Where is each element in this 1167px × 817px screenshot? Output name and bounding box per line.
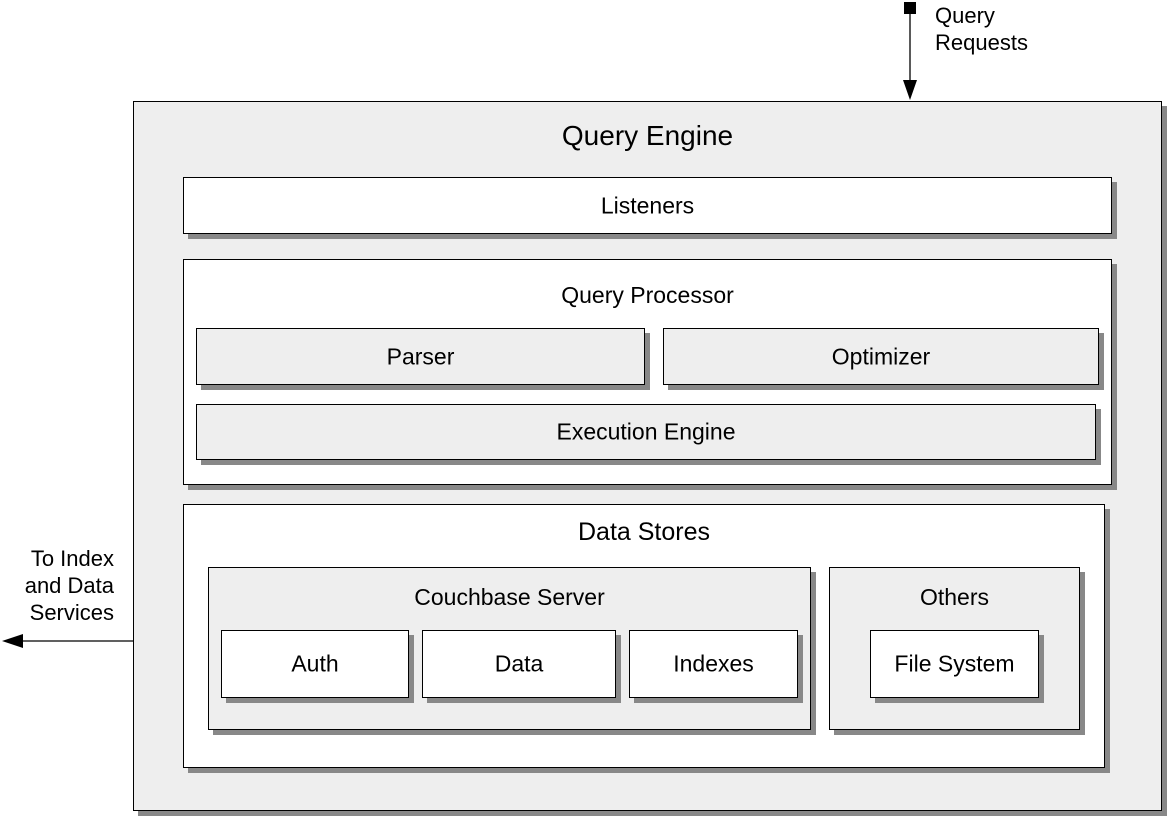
couchbase-server-title: Couchbase Server bbox=[414, 584, 605, 610]
file-system-box: File System bbox=[870, 630, 1039, 698]
indexes-box: Indexes bbox=[629, 630, 798, 698]
optimizer-label: Optimizer bbox=[831, 343, 931, 369]
data-label: Data bbox=[494, 650, 544, 677]
others-title: Others bbox=[919, 584, 990, 610]
data-box: Data bbox=[422, 630, 616, 698]
query-requests-label: Query Requests bbox=[935, 2, 1028, 56]
listeners-label: Listeners bbox=[600, 192, 695, 218]
label-line: To Index bbox=[30, 546, 114, 571]
arrowhead-left-icon bbox=[2, 634, 23, 648]
auth-box: Auth bbox=[221, 630, 409, 698]
parser-label: Parser bbox=[386, 343, 455, 369]
label-line: and Data bbox=[24, 573, 114, 598]
file-system-label: File System bbox=[894, 650, 1015, 677]
optimizer-box: Optimizer bbox=[663, 328, 1099, 385]
parser-box: Parser bbox=[196, 328, 645, 385]
query-processor-title: Query Processor bbox=[561, 282, 734, 308]
data-stores-title: Data Stores bbox=[577, 518, 710, 546]
indexes-label: Indexes bbox=[673, 650, 754, 677]
label-line: Services bbox=[29, 600, 114, 625]
label-line: Requests bbox=[935, 30, 1028, 55]
execution-engine-box: Execution Engine bbox=[196, 404, 1096, 460]
label-line: Query bbox=[935, 3, 995, 28]
auth-label: Auth bbox=[291, 650, 339, 677]
execution-engine-label: Execution Engine bbox=[556, 418, 736, 445]
listeners-box: Listeners bbox=[183, 177, 1112, 234]
to-services-label: To Index and Data Services bbox=[0, 545, 114, 626]
arrowhead-down-icon bbox=[903, 80, 917, 100]
query-engine-title: Query Engine bbox=[561, 120, 734, 151]
